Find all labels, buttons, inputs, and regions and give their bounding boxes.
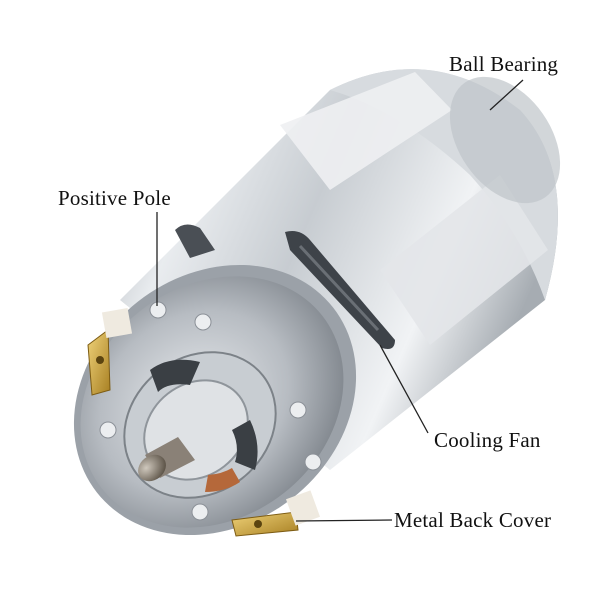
- metal-back-cover-label: Metal Back Cover: [394, 508, 552, 532]
- ball-bearing-label: Ball Bearing: [449, 52, 559, 76]
- motor-shaft: [138, 437, 195, 482]
- cooling-fan-vent: [175, 224, 395, 349]
- cooling-fan-label: Cooling Fan: [434, 428, 541, 452]
- terminal-tabs: [87, 307, 321, 537]
- leader-lines: [156, 79, 524, 522]
- leader-cooling-fan: [379, 344, 429, 434]
- positive-pole-label: Positive Pole: [58, 186, 171, 210]
- leader-ball-bearing: [489, 79, 524, 111]
- leader-metal-back-cover: [295, 519, 393, 522]
